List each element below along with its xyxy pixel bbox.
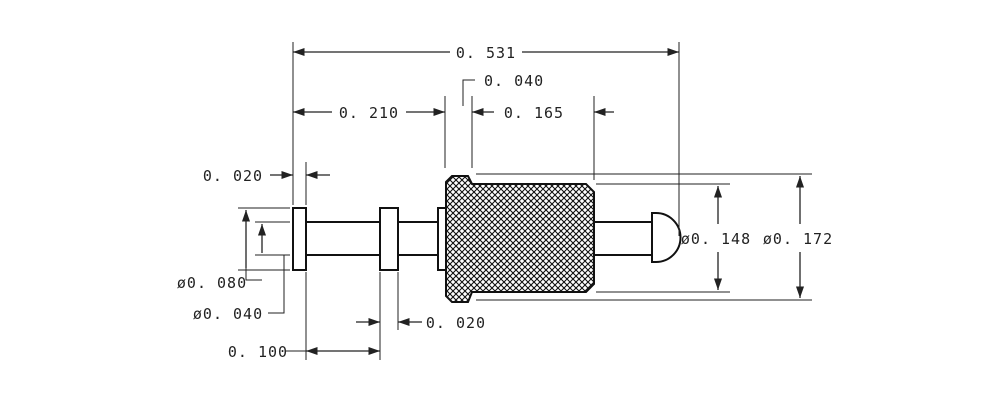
dim-pin-diameter-label: ø0. 040 — [193, 305, 263, 323]
dim-overall-length-label: 0. 531 — [456, 44, 516, 62]
pin-part — [292, 175, 682, 303]
dim-knurl-diameter-label: ø0. 172 — [763, 230, 833, 248]
dim-shoulder-length: 0. 210 — [293, 96, 446, 168]
dim-body-diameter: ø0. 148 — [596, 183, 751, 293]
knurled-body — [445, 175, 595, 303]
dim-knurl-diameter: ø0. 172 — [476, 173, 833, 301]
dim-body-offset: 0. 040 — [462, 72, 544, 106]
dim-flange-thickness-label: 0. 020 — [203, 167, 263, 185]
flange — [292, 207, 307, 271]
dim-tail-length-label: 0. 165 — [504, 104, 564, 122]
shoulder — [437, 207, 447, 271]
dim-body-offset-label: 0. 040 — [484, 72, 544, 90]
collar — [379, 207, 399, 271]
dim-collar-thickness: 0. 020 — [356, 272, 486, 360]
dim-shoulder-length-label: 0. 210 — [339, 104, 399, 122]
rounded-tip — [651, 212, 682, 263]
dim-collar-thickness-label: 0. 020 — [426, 314, 486, 332]
dim-flange-diameter-label: ø0. 080 — [177, 274, 247, 292]
dim-flange-diameter: ø0. 080 — [177, 207, 290, 292]
dim-pin-diameter: ø0. 040 — [193, 221, 290, 323]
dim-tail-length: 0. 165 — [471, 96, 614, 180]
dim-flange-to-collar: 0. 100 — [228, 272, 380, 361]
dim-flange-thickness: 0. 020 — [203, 162, 330, 205]
dim-flange-to-collar-label: 0. 100 — [228, 343, 288, 361]
tail-shaft — [593, 221, 653, 256]
dim-body-diameter-label: ø0. 148 — [681, 230, 751, 248]
dim-overall-length: 0. 531 — [292, 42, 680, 236]
pin-shaft — [305, 221, 447, 256]
